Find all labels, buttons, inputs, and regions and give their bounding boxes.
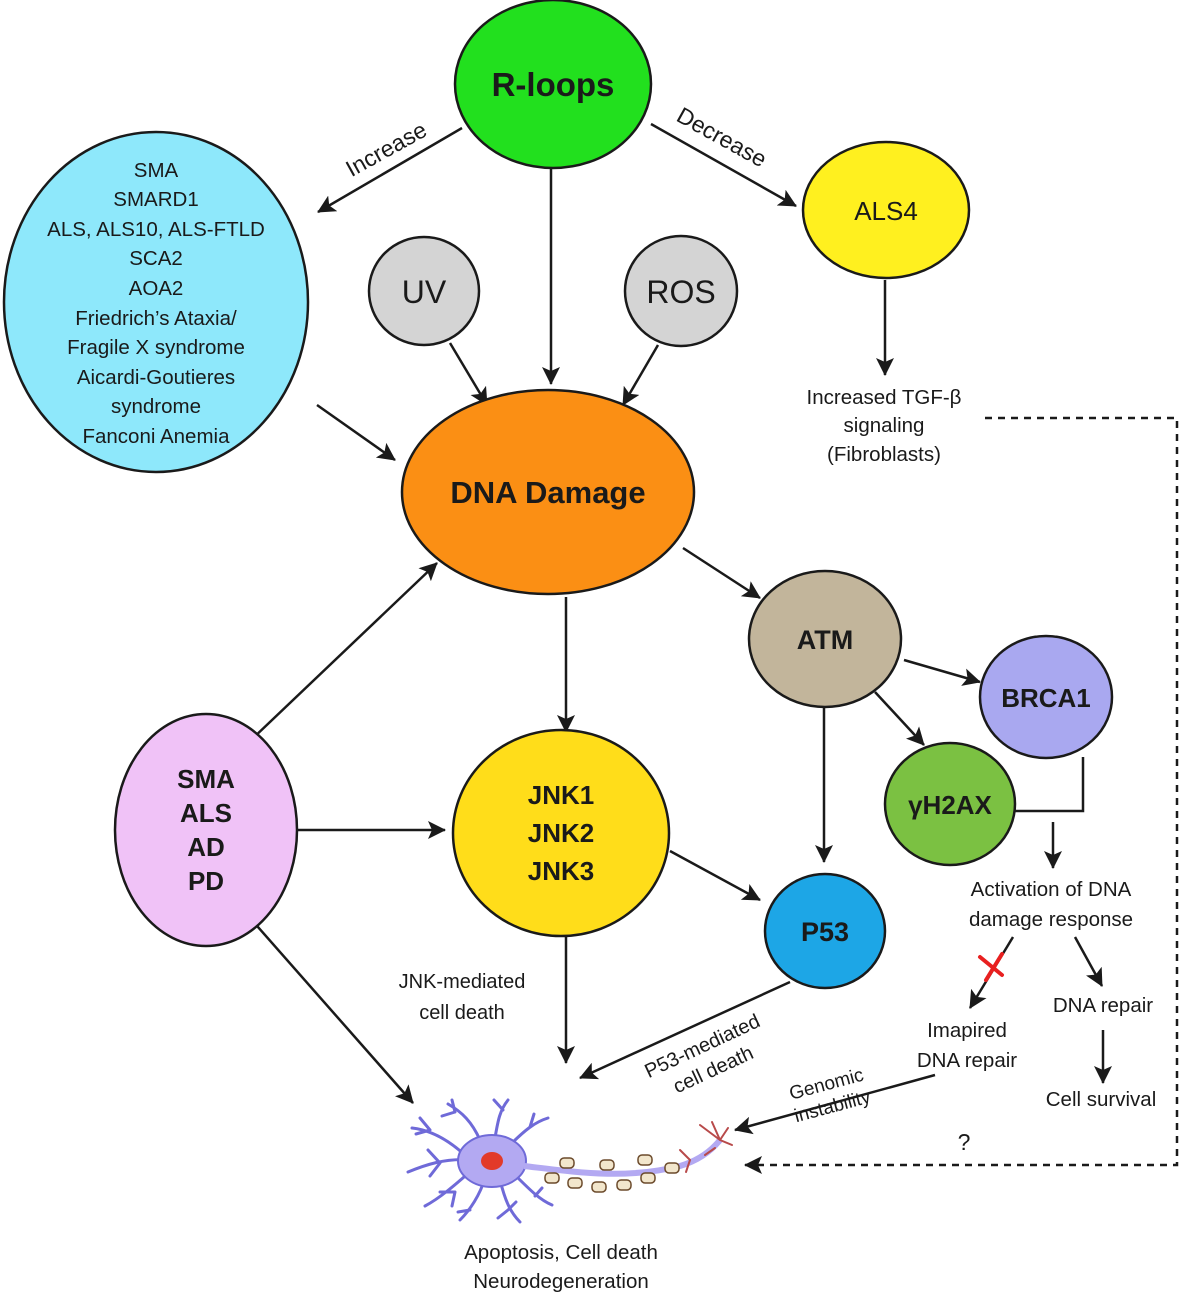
genomic-instability-label: Genomic instability (787, 1065, 873, 1127)
jnk-death-line: JNK-mediated (399, 971, 526, 993)
connector-brca1-gh2ax (1015, 757, 1085, 813)
node-uv: UV (367, 235, 481, 347)
node-jnk: JNK1 JNK2 JNK3 (451, 728, 671, 938)
disease-left-item: SMA (134, 159, 179, 182)
tgf-line: Increased TGF-β (807, 386, 962, 409)
arrow-impaired-to-neuron (734, 1073, 936, 1135)
inhibition-cross-icon (978, 952, 1004, 982)
arrow-jnk-to-p53 (669, 849, 761, 902)
ros-circle (623, 234, 739, 348)
als4-label: ALS4 (854, 196, 918, 226)
decrease-label: Decrease (673, 102, 772, 172)
disease-lower-item: AD (187, 832, 225, 862)
impaired-text: Imapired DNA repair (917, 1019, 1017, 1072)
node-rloops: R-loops (453, 0, 653, 170)
arrow-diseases-to-dna-damage (316, 403, 396, 462)
arrow-p53-to-neuron (579, 980, 791, 1080)
disease-left-item: AOA2 (129, 277, 184, 300)
disease-left-item: Friedrich’s Ataxia/ (75, 307, 237, 330)
jnk-death-line: cell death (419, 1002, 505, 1024)
arrow-atm-to-gh2ax (874, 691, 925, 746)
ros-label: ROS (646, 274, 715, 310)
impaired-line: Imapired (927, 1019, 1007, 1042)
neuron-nucleus (481, 1152, 503, 1170)
dna-repair-text: DNA repair (1053, 994, 1153, 1017)
disease-left-item: Aicardi-Goutieres (77, 366, 235, 389)
arrow-uv-to-dna-damage (448, 342, 489, 406)
arrow-dna-damage-to-atm (682, 546, 761, 600)
disease-left-item: ALS, ALS10, ALS-FTLD (47, 218, 265, 241)
p53-circle (763, 872, 887, 990)
arrow-rloops-to-diseases (317, 126, 463, 214)
disease-left-item: Fragile X syndrome (67, 336, 245, 359)
tgf-line: (Fibroblasts) (827, 443, 941, 466)
outcome-text: Apoptosis, Cell death Neurodegeneration (464, 1241, 658, 1293)
node-p53: P53 (763, 872, 887, 990)
node-als4: ALS4 (801, 140, 971, 280)
als4-ellipse (801, 140, 971, 280)
node-atm: ATM (747, 569, 903, 709)
rloops-label: R-loops (492, 66, 615, 103)
outcome-line: Neurodegeneration (473, 1270, 649, 1293)
impaired-line: DNA repair (917, 1049, 1017, 1072)
diseases-lower-ellipse (113, 712, 299, 948)
jnk-death-text: JNK-mediated cell death (399, 971, 526, 1024)
node-ros: ROS (623, 234, 739, 348)
jnk-item: JNK1 (528, 780, 594, 810)
disease-left-item: syndrome (111, 395, 201, 418)
dna-damage-ellipse (400, 388, 696, 596)
jnk-ellipse (451, 728, 671, 938)
jnk-item: JNK2 (528, 818, 594, 848)
neuron-dendrites (406, 1098, 554, 1224)
disease-left-item: SCA2 (129, 247, 183, 270)
p53-death-label: P53-mediated cell death (641, 1010, 763, 1098)
node-gh2ax: γH2AX (883, 741, 1017, 867)
gh2ax-label: γH2AX (908, 790, 992, 820)
atm-ellipse (747, 569, 903, 709)
dna-damage-label: DNA Damage (450, 475, 645, 510)
arrow-ros-to-dna-damage (621, 344, 660, 406)
cell-survival-text: Cell survival (1046, 1088, 1157, 1111)
arrow-activation-to-dna-repair (1073, 936, 1104, 987)
arrow-lower-diseases-to-dna-damage (249, 562, 438, 742)
activation-text: Activation of DNA damage response (969, 878, 1133, 931)
diseases-left-list: SMA SMARD1 ALS, ALS10, ALS-FTLD SCA2 AOA… (47, 159, 265, 448)
jnk-item: JNK3 (528, 856, 594, 886)
neuron-terminals (679, 1121, 733, 1173)
activation-line: Activation of DNA (971, 878, 1132, 901)
arrow-lower-diseases-to-neuron (249, 917, 414, 1104)
activation-line: damage response (969, 908, 1133, 931)
node-diseases-left: SMA SMARD1 ALS, ALS10, ALS-FTLD SCA2 AOA… (2, 130, 310, 474)
neuron-axon (523, 1138, 723, 1177)
node-dna-damage: DNA Damage (400, 388, 696, 596)
neuron-myelin (544, 1154, 680, 1193)
disease-lower-item: ALS (180, 798, 232, 828)
brca1-label: BRCA1 (1001, 683, 1091, 713)
tgf-text: Increased TGF-β signaling (Fibroblasts) (807, 386, 962, 466)
disease-lower-item: SMA (177, 764, 235, 794)
uv-circle (367, 235, 481, 347)
diseases-left-ellipse (2, 130, 310, 474)
neuron-illustration (406, 1098, 733, 1224)
arrows (249, 122, 1179, 1174)
uv-label: UV (402, 274, 447, 310)
p53-label: P53 (801, 917, 849, 947)
outcome-line: Apoptosis, Cell death (464, 1241, 658, 1264)
node-brca1: BRCA1 (978, 634, 1114, 760)
brca1-circle (978, 634, 1114, 760)
arrow-atm-to-brca1 (903, 658, 981, 686)
disease-left-item: SMARD1 (113, 188, 198, 211)
atm-label: ATM (797, 625, 853, 655)
tgf-line: signaling (844, 414, 925, 437)
disease-left-item: Fanconi Anemia (82, 425, 230, 448)
dashed-tgf-to-neuron (744, 416, 1179, 1174)
rloops-ellipse (453, 0, 653, 170)
gh2ax-circle (883, 741, 1017, 867)
node-diseases-lower: SMA ALS AD PD (113, 712, 299, 948)
arrow-rloops-to-als4 (650, 122, 797, 208)
question-mark: ? (958, 1129, 971, 1155)
disease-lower-item: PD (188, 866, 224, 896)
